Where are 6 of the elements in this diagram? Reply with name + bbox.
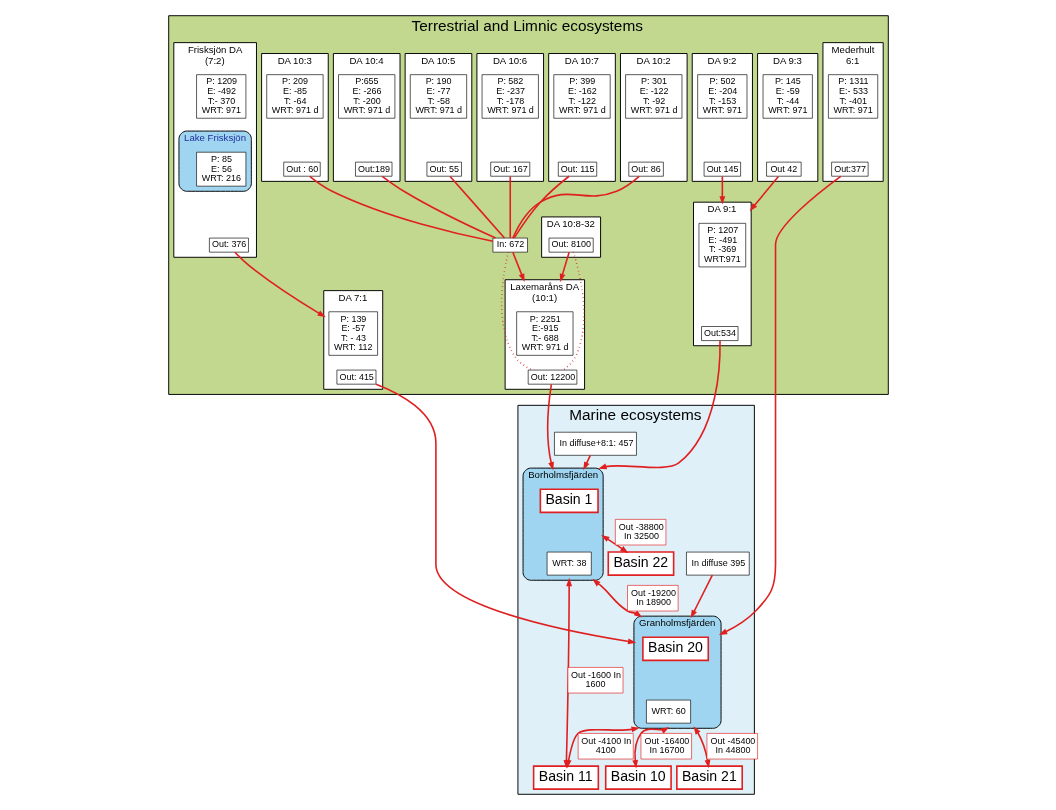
edge-label: Out -38800 In 32500 <box>618 521 664 542</box>
edge-label: Out -4100 In 4100 <box>580 735 631 756</box>
edge-label: Out -1600 In 1600 <box>570 669 621 690</box>
edge-label: Out -19200 In 18900 <box>630 587 676 608</box>
edge-label: Out -16400 In 16700 <box>643 735 689 756</box>
edge-label: Out -45400 In 44800 <box>709 735 755 756</box>
